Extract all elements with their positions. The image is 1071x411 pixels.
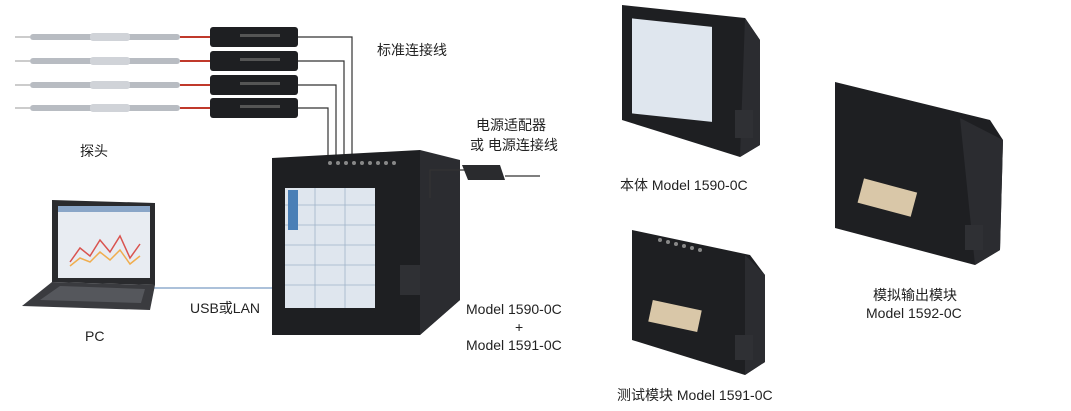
probe-2	[15, 57, 210, 65]
usb-lan-label: USB或LAN	[190, 300, 261, 316]
probe-converters	[210, 27, 298, 118]
standard-cables	[298, 36, 353, 158]
pc-label: PC	[85, 328, 105, 344]
laptop-pc	[22, 200, 155, 310]
combo-plus-label: +	[515, 319, 524, 335]
analog-module-name-label: 模拟输出模块	[873, 287, 957, 303]
probe-label: 探头	[80, 143, 108, 159]
main-unit-label: 本体 Model 1590-0C	[620, 177, 748, 193]
analog-module-device	[835, 82, 1003, 265]
combined-device	[272, 150, 460, 335]
probes	[15, 33, 210, 112]
main-unit-device	[622, 5, 760, 157]
power-adapter	[429, 165, 540, 198]
adapter-label-line1: 电源适配器	[476, 117, 546, 133]
analog-module-model-label: Model 1592-0C	[866, 305, 962, 321]
combo-model-2-label: Model 1591-0C	[466, 337, 562, 353]
probe-1	[15, 33, 210, 41]
adapter-label-line2: 或 电源连接线	[470, 137, 558, 153]
probe-3	[15, 81, 210, 89]
test-module-label: 测试模块 Model 1591-0C	[617, 387, 773, 403]
probe-4	[15, 104, 210, 112]
test-module-device	[632, 230, 765, 375]
standard-cable-label: 标准连接线	[377, 42, 447, 58]
combo-model-1-label: Model 1590-0C	[466, 301, 562, 317]
